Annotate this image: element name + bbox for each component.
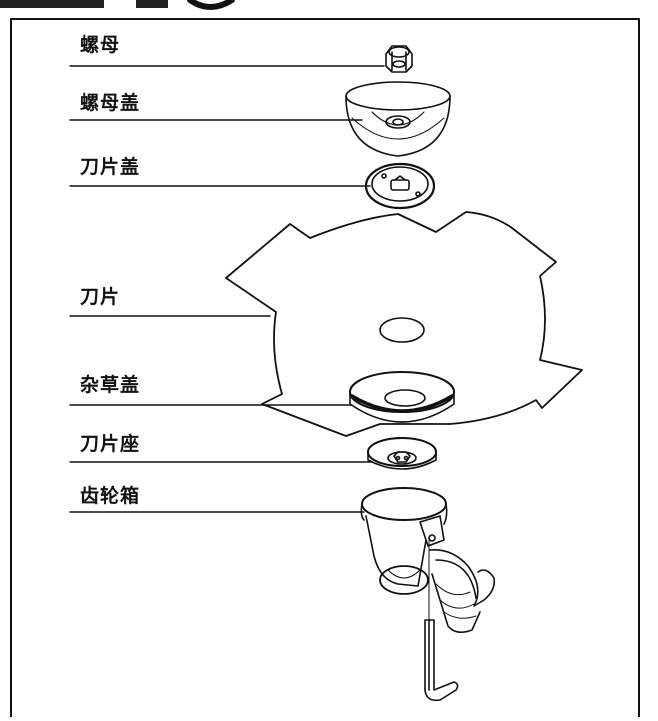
nut-cover-part xyxy=(345,81,451,157)
leader-lines xyxy=(69,65,385,513)
frame xyxy=(10,18,640,718)
nut-label: 螺母 xyxy=(80,34,121,56)
blade-seat-part xyxy=(367,437,437,470)
blade-part xyxy=(225,211,583,437)
blade-cover-part xyxy=(364,162,436,210)
blade-label: 刀片 xyxy=(80,286,121,308)
grass-cover-label: 杂草盖 xyxy=(80,374,141,396)
gearbox-label: 齿轮箱 xyxy=(80,485,141,507)
blade-cover-label: 刀片盖 xyxy=(80,156,141,178)
grass-cover-part xyxy=(349,371,455,423)
gearbox-part xyxy=(360,487,496,702)
nut-part xyxy=(385,45,413,73)
nut-cover-label: 螺母盖 xyxy=(80,92,141,114)
blade-seat-label: 刀片座 xyxy=(80,433,141,455)
header-fragment xyxy=(0,0,235,10)
